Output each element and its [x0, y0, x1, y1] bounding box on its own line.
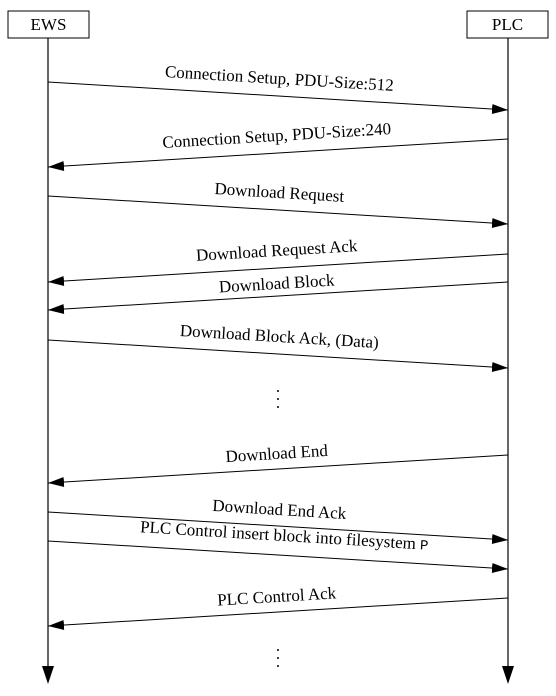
message-label: Download Request Ack — [195, 236, 358, 265]
message-label: Connection Setup, PDU-Size:512 — [164, 62, 394, 95]
message-arrow — [47, 81, 509, 115]
participant-plc-box — [466, 10, 549, 39]
message-arrow — [47, 540, 509, 574]
message-10: PLC Control Ack — [47, 583, 509, 631]
message-label: Download Block — [218, 270, 335, 296]
message-arrow — [47, 597, 509, 631]
ews-lifeline-arrowhead — [42, 666, 54, 684]
message-arrow — [47, 195, 509, 229]
message-6: Download Block Ack, (Data) — [47, 321, 509, 373]
message-label: Connection Setup, PDU-Size:240 — [162, 119, 392, 152]
message-arrow — [47, 138, 509, 172]
message-label: Download End Ack — [212, 496, 347, 523]
message-label: Download Request — [214, 179, 345, 206]
participant-ews-label: EWS — [31, 15, 67, 34]
message-9: PLC Control insert block into filesystem… — [47, 517, 509, 574]
participant-plc: PLC — [466, 10, 549, 39]
message-arrow — [47, 253, 509, 287]
message-1: Connection Setup, PDU-Size:512 — [47, 62, 509, 115]
message-label: Download Block Ack, (Data) — [179, 321, 379, 352]
message-5: Download Block — [47, 270, 509, 315]
vertical-ellipsis — [277, 390, 279, 408]
message-label: PLC Control Ack — [217, 583, 337, 609]
participant-ews: EWS — [7, 10, 90, 39]
message-arrow — [47, 511, 509, 545]
message-label: Download End — [225, 441, 329, 466]
message-2: Connection Setup, PDU-Size:240 — [47, 119, 509, 172]
message-label-suffix: P — [419, 538, 428, 554]
participant-plc-label: PLC — [492, 15, 523, 34]
message-arrow — [47, 281, 509, 315]
message-3: Download Request — [47, 179, 509, 229]
participant-ews-box — [7, 10, 90, 39]
message-arrow — [47, 454, 509, 488]
plc-lifeline-arrowhead — [502, 666, 514, 684]
message-7: Download End — [47, 441, 509, 488]
message-arrow — [47, 339, 509, 373]
vertical-ellipsis — [277, 649, 279, 667]
message-label-text: PLC Control insert block into filesystem — [140, 517, 421, 553]
